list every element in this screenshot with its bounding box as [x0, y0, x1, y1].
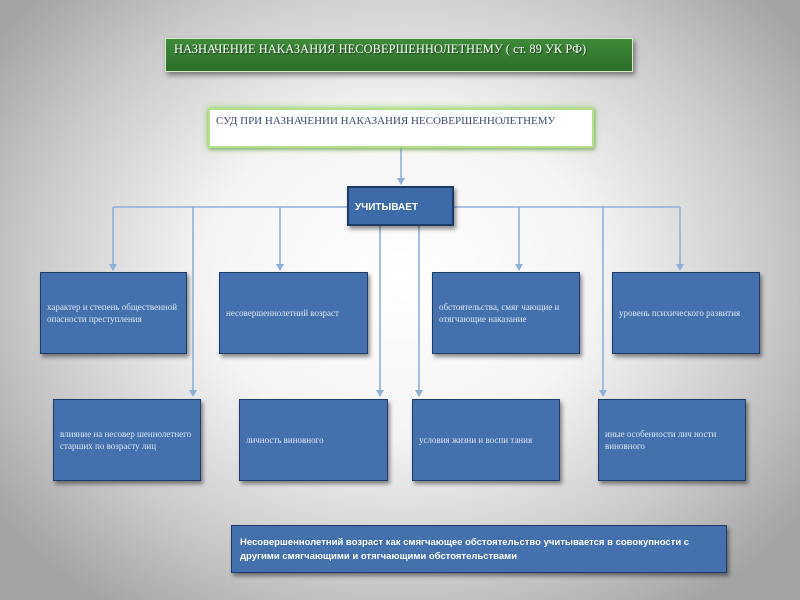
factor-elder-influence-node: влияние на несовер шеннолетнего старших …: [53, 399, 201, 481]
factor-danger-node: характер и степень общественной опасност…: [40, 272, 187, 354]
factor-circumstances-node: обстоятельства, смяг чающие и отягчающие…: [432, 272, 580, 354]
factor-living-conditions-node: условия жизни и воспи тания: [412, 399, 560, 481]
factor-minor-age-node: несовершеннолетний возраст: [219, 272, 368, 354]
court-node: СУД ПРИ НАЗНАЧЕНИИ НАКАЗАНИЯ НЕСОВЕРШЕНН…: [208, 108, 594, 148]
factor-personality-node: личность виновного: [239, 399, 388, 481]
factor-other-features-node: иные особенности лич ности виновного: [598, 399, 746, 481]
takes-into-account-node: УЧИТЫВАЕТ: [347, 186, 454, 226]
factor-mental-development-node: уровень психического развития: [612, 272, 760, 354]
diagram-title: НАЗНАЧЕНИЕ НАКАЗАНИЯ НЕСОВЕРШЕННОЛЕТНЕМУ…: [165, 38, 633, 72]
note-box: Несовершеннолетний возраст как смягчающе…: [231, 525, 727, 573]
